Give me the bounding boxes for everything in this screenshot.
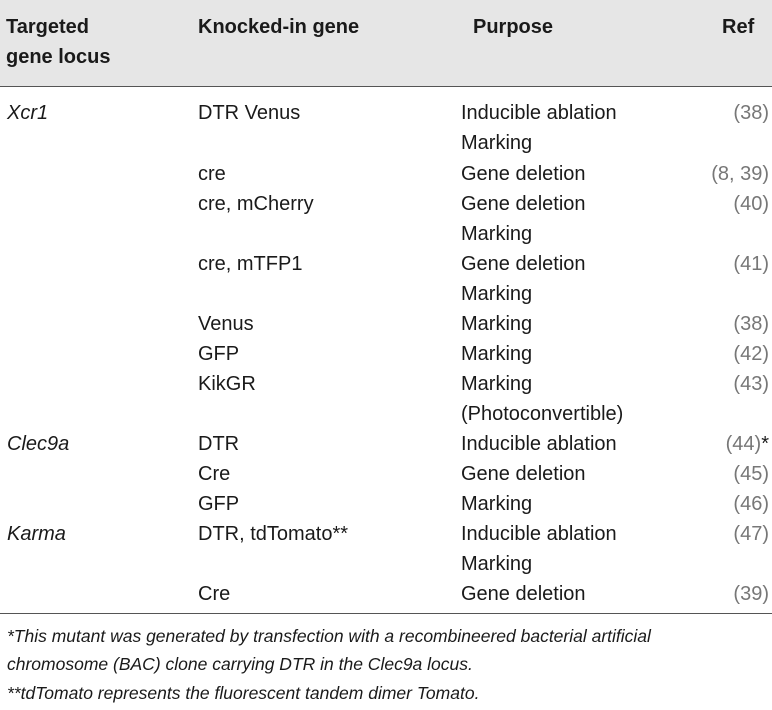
cell-purpose: Marking: [461, 493, 533, 515]
footnote-3: **tdTomato represents the fluorescent ta…: [7, 683, 480, 703]
cell-purpose: Marking: [461, 343, 533, 365]
header-purpose: Purpose: [473, 16, 554, 38]
cell-gene: cre: [198, 163, 226, 185]
ref-citation: (43): [733, 373, 769, 395]
cell-purpose: Marking: [461, 132, 533, 154]
cell-gene: cre, mCherry: [198, 193, 314, 215]
ref-citation: (41): [733, 253, 769, 275]
ref-citation: (40): [733, 193, 769, 215]
cell-purpose: Marking: [461, 313, 533, 335]
cell-purpose: Marking: [461, 223, 533, 245]
header-ref: Ref: [722, 16, 755, 38]
footnote-2: chromosome (BAC) clone carrying DTR in t…: [7, 654, 473, 674]
cell-gene: Cre: [198, 463, 231, 485]
cell-purpose: Gene deletion: [461, 163, 586, 185]
cell-ref: (47): [733, 519, 769, 549]
cell-ref: (41): [733, 249, 769, 279]
ref-citation: 38: [740, 102, 763, 124]
cell-gene: cre, mTFP1: [198, 253, 303, 275]
cell-gene: Cre: [198, 583, 231, 605]
cell-purpose: Gene deletion: [461, 463, 586, 485]
cell-ref: (38): [733, 98, 769, 128]
ref-citation: (45): [733, 463, 769, 485]
cell-purpose: Marking: [461, 283, 533, 305]
cell-ref: (40): [733, 189, 769, 219]
ref-citation: (46): [733, 493, 769, 515]
ref-citation: (42): [733, 343, 769, 365]
cell-locus: Karma: [7, 523, 66, 545]
ref-citation: (47): [733, 523, 769, 545]
bottom-rule: [0, 613, 772, 614]
cell-gene: DTR, tdTomato**: [198, 523, 349, 545]
ref-citation: (38): [733, 313, 769, 335]
cell-gene: GFP: [198, 493, 240, 515]
cell-ref: (42): [733, 339, 769, 369]
ref-citation: (39): [733, 583, 769, 605]
cell-purpose: Inducible ablation: [461, 433, 617, 455]
cell-locus: Xcr1: [7, 102, 49, 124]
cell-gene: DTR: [198, 433, 240, 455]
table-header-band: [0, 0, 772, 86]
cell-ref: (44)*: [726, 429, 769, 459]
cell-purpose: (Photoconvertible): [461, 403, 624, 425]
ref-citation: (8, 39): [711, 163, 769, 185]
cell-gene: KikGR: [198, 373, 256, 395]
footnote-marker: *: [761, 433, 769, 455]
cell-gene: GFP: [198, 343, 240, 365]
header-rule: [0, 86, 772, 87]
header-locus-line2: gene locus: [6, 46, 111, 68]
cell-ref: (39): [733, 579, 769, 609]
cell-ref: (46): [733, 489, 769, 519]
cell-purpose: Inducible ablation: [461, 102, 617, 124]
ref-citation: (: [733, 102, 741, 124]
cell-purpose: Gene deletion: [461, 193, 586, 215]
header-locus-line1: Targeted: [6, 16, 89, 38]
cell-purpose: Gene deletion: [461, 583, 586, 605]
header-gene: Knocked-in gene: [198, 16, 360, 38]
cell-purpose: Marking: [461, 373, 533, 395]
cell-gene: Venus: [198, 313, 254, 335]
cell-ref: (43): [733, 369, 769, 399]
cell-purpose: Marking: [461, 553, 533, 575]
cell-purpose: Gene deletion: [461, 253, 586, 275]
ref-citation: (44): [725, 433, 762, 455]
cell-ref: (45): [733, 459, 769, 489]
footnote-1: *This mutant was generated by transfecti…: [7, 626, 651, 646]
cell-ref: (38): [733, 309, 769, 339]
cell-locus: Clec9a: [7, 433, 70, 455]
ref-citation: ): [762, 102, 769, 124]
cell-gene: DTR Venus: [198, 102, 301, 124]
cell-ref: (8, 39): [711, 159, 769, 189]
cell-purpose: Inducible ablation: [461, 523, 617, 545]
